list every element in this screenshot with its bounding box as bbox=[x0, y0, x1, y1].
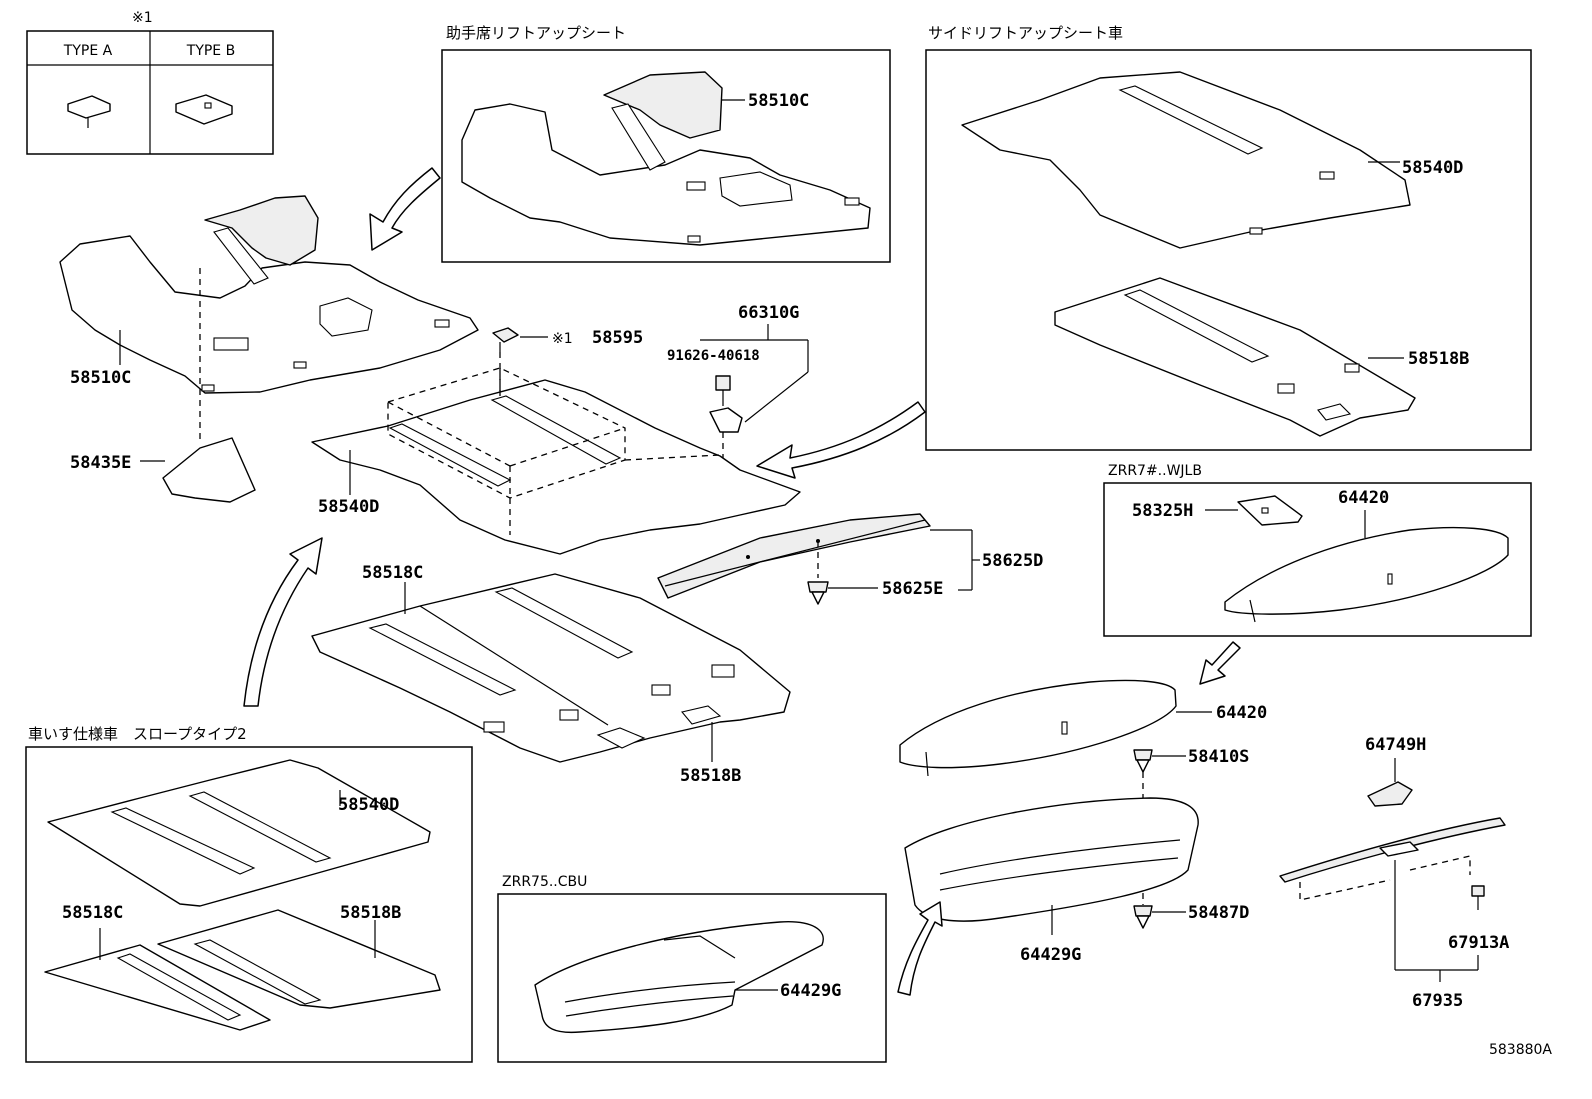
luggage-tray-64429G-alt bbox=[534, 921, 824, 1034]
label-58325H: 58325H bbox=[1132, 501, 1193, 521]
side-floor-board bbox=[1054, 277, 1416, 437]
label-64420-box: 64420 bbox=[1338, 488, 1389, 508]
label-58625E: 58625E bbox=[882, 579, 943, 599]
label-58625D: 58625D bbox=[982, 551, 1043, 571]
label-58410S: 58410S bbox=[1188, 747, 1249, 767]
label-58540D-side: 58540D bbox=[1402, 158, 1463, 178]
passenger-lift-title: 助手席リフトアップシート bbox=[446, 24, 626, 42]
rear-step-plate-67935 bbox=[1279, 817, 1506, 901]
arrow-wheelchair-to-main bbox=[243, 537, 323, 707]
deck-board-64420 bbox=[899, 679, 1177, 777]
wc-floor-board-right bbox=[157, 909, 441, 1009]
label-58510C-main: 58510C bbox=[70, 368, 131, 388]
label-58487D: 58487D bbox=[1188, 903, 1249, 923]
label-67935: 67935 bbox=[1412, 991, 1463, 1011]
front-floor-carpet-alt bbox=[461, 71, 871, 246]
rear-carpet-dashed-outline bbox=[387, 367, 721, 535]
label-58518C-wc: 58518C bbox=[62, 903, 123, 923]
arrow-side-to-main bbox=[756, 401, 926, 479]
scuff-plate-58625D bbox=[657, 513, 931, 599]
type-a-clip-icon bbox=[67, 95, 111, 128]
cbu-title: ZRR75..CBU bbox=[502, 874, 587, 890]
cover-58325H bbox=[1237, 495, 1303, 526]
arrow-wjlb-to-main bbox=[1199, 641, 1241, 685]
wc-floor-board-left bbox=[44, 944, 271, 1031]
wc-floor-carpet bbox=[47, 759, 431, 907]
floor-silencer-58435E bbox=[162, 437, 256, 503]
front-floor-carpet bbox=[59, 195, 479, 394]
label-58435E: 58435E bbox=[70, 453, 131, 473]
label-64429G-main: 64429G bbox=[1020, 945, 1081, 965]
cbu-panel: ZRR75..CBU 64429G bbox=[497, 874, 887, 1063]
label-58518B-main: 58518B bbox=[680, 766, 741, 786]
label-58518B-side: 58518B bbox=[1408, 349, 1469, 369]
type-table: ※1 TYPE A TYPE B bbox=[26, 10, 274, 155]
passenger-lift-panel: 助手席リフトアップシート 58510C bbox=[441, 24, 891, 263]
deck-board-64420-alt bbox=[1224, 526, 1509, 623]
label-58595: 58595 bbox=[592, 328, 643, 348]
label-58595-mark: ※1 bbox=[552, 331, 573, 347]
label-64420-main: 64420 bbox=[1216, 703, 1267, 723]
label-58540D-main: 58540D bbox=[318, 497, 379, 517]
label-67913A: 67913A bbox=[1448, 933, 1509, 953]
side-lift-title: サイドリフトアップシート車 bbox=[928, 24, 1123, 42]
label-66310G: 66310G bbox=[738, 303, 799, 323]
wjlb-panel: ZRR7#..WJLB 58325H 64420 bbox=[1103, 463, 1532, 637]
label-91626-40618: 91626-40618 bbox=[667, 348, 760, 364]
side-lift-panel: サイドリフトアップシート車 58540D 58518B bbox=[925, 24, 1532, 451]
type-b-label: TYPE B bbox=[186, 43, 235, 59]
bolt-91626-40618 bbox=[715, 375, 731, 406]
arrow-cbu-to-main bbox=[897, 901, 943, 996]
label-58510C-top: 58510C bbox=[748, 91, 809, 111]
rear-floor-carpet bbox=[311, 379, 801, 555]
side-floor-carpet bbox=[961, 71, 1411, 249]
floor-board-58518C bbox=[311, 573, 791, 763]
luggage-tray-64429G bbox=[904, 797, 1199, 922]
diagram-id: 583880A bbox=[1489, 1042, 1552, 1058]
label-64749H: 64749H bbox=[1365, 735, 1426, 755]
arrow-passenger-to-main bbox=[369, 167, 441, 251]
wjlb-title: ZRR7#..WJLB bbox=[1108, 463, 1202, 479]
label-58518C-main: 58518C bbox=[362, 563, 423, 583]
clip-58487D bbox=[1133, 905, 1153, 929]
type-table-note-mark: ※1 bbox=[132, 10, 153, 26]
clip-58595 bbox=[492, 327, 519, 352]
type-a-label: TYPE A bbox=[63, 43, 113, 59]
label-58518B-wc: 58518B bbox=[340, 903, 401, 923]
bracket-64749H bbox=[1367, 781, 1413, 807]
hook-66310G bbox=[709, 407, 743, 433]
clip-58625E bbox=[807, 581, 829, 605]
type-b-clip-icon bbox=[175, 94, 233, 125]
clip-58410S bbox=[1133, 749, 1153, 773]
label-58540D-wc: 58540D bbox=[338, 795, 399, 815]
wheelchair-title: 車いす仕様車 スロープタイプ2 bbox=[28, 725, 247, 743]
screw-67913A bbox=[1471, 885, 1485, 910]
label-64429G-box: 64429G bbox=[780, 981, 841, 1001]
wheelchair-panel: 車いす仕様車 スロープタイプ2 58540D 58518C 58518B bbox=[25, 725, 473, 1063]
